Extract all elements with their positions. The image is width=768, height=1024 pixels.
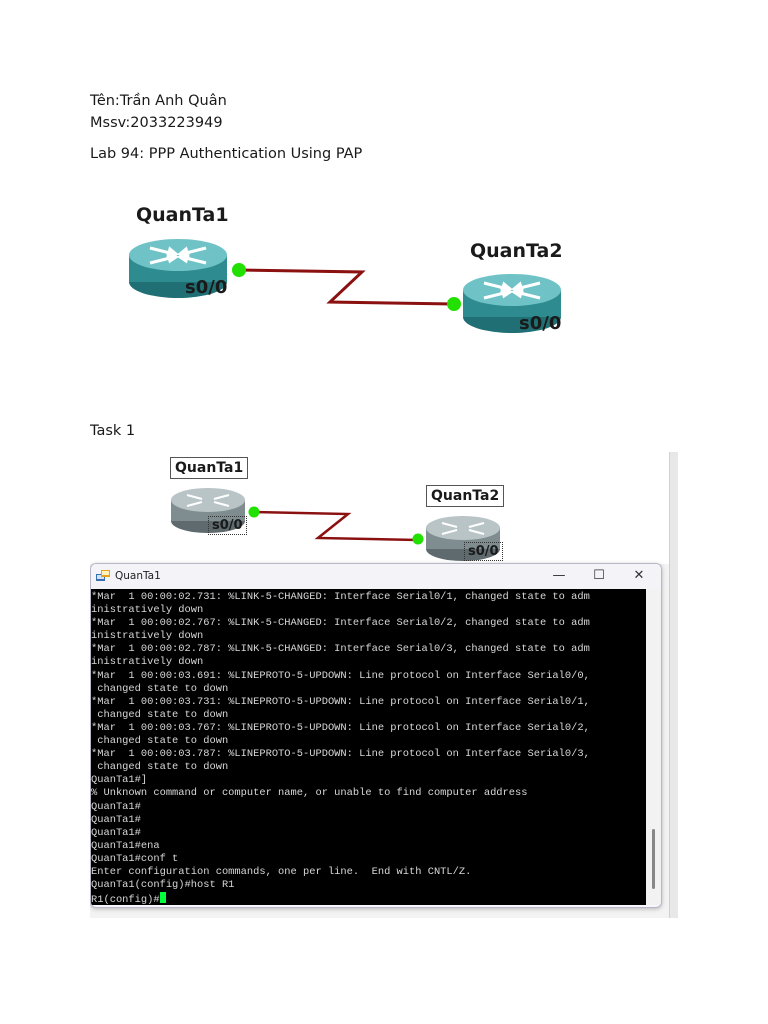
terminal-cursor — [159, 892, 166, 904]
terminal-line: inistratively down — [91, 604, 204, 617]
topology-diagram: QuanTa1 s0/0 QuanTa2 s0/0 — [0, 0, 768, 400]
terminal-line: QuanTa1#conf t — [91, 852, 179, 865]
minimize-button[interactable]: — — [552, 568, 566, 583]
router1-port: s0/0 — [185, 277, 228, 298]
terminal-line: Enter configuration commands, one per li… — [91, 865, 472, 878]
router1-port: s0/0 — [208, 516, 247, 535]
port-dot-router1 — [232, 263, 246, 277]
terminal-line: *Mar 1 00:00:03.691: %LINEPROTO-5-UPDOWN… — [91, 669, 590, 682]
terminal-line: QuanTa1# — [91, 800, 141, 813]
terminal-line: QuanTa1# — [91, 813, 141, 826]
scrollbar-thumb[interactable] — [652, 829, 655, 889]
task-screenshot: QuanTa1 s0/0 QuanTa2 s0/0 — [90, 452, 678, 918]
terminal-line: *Mar 1 00:00:03.767: %LINEPROTO-5-UPDOWN… — [91, 721, 590, 734]
terminal-line: QuanTa1#ena — [91, 839, 160, 852]
maximize-button[interactable]: ☐ — [593, 568, 605, 583]
terminal-line: *Mar 1 00:00:03.731: %LINEPROTO-5-UPDOWN… — [91, 695, 590, 708]
terminal-prompt: R1(config)# — [91, 894, 160, 905]
terminal-lines: *Mar 1 00:00:02.731: %LINK-5-CHANGED: In… — [91, 589, 646, 905]
router-icon[interactable] — [128, 235, 230, 303]
terminal-app-icon — [96, 570, 110, 581]
router2-name: QuanTa2 — [470, 240, 563, 262]
terminal-scrollbar[interactable] — [646, 589, 661, 905]
router1-name: QuanTa1 — [136, 204, 229, 226]
lab-title: Lab 94: PPP Authentication Using PAP — [90, 146, 363, 162]
terminal-window[interactable]: QuanTa1 — ☐ ✕ *Mar 1 00:00:02.731: %LINK… — [90, 563, 662, 908]
terminal-output[interactable]: *Mar 1 00:00:02.731: %LINK-5-CHANGED: In… — [91, 589, 646, 905]
terminal-line: QuanTa1(config)#host R1 — [91, 879, 235, 892]
topology-canvas: QuanTa1 s0/0 QuanTa2 s0/0 — [90, 452, 670, 564]
router1-name: QuanTa1 — [170, 457, 249, 479]
port-dot-router1 — [248, 506, 260, 518]
terminal-line: *Mar 1 00:00:02.731: %LINK-5-CHANGED: In… — [91, 591, 590, 603]
terminal-line: changed state to down — [91, 708, 229, 721]
router2-name: QuanTa2 — [426, 485, 505, 507]
task-label: Task 1 — [90, 423, 136, 439]
router-icon[interactable] — [425, 513, 501, 565]
terminal-line: *Mar 1 00:00:02.787: %LINK-5-CHANGED: In… — [91, 643, 590, 656]
terminal-titlebar[interactable]: QuanTa1 — ☐ ✕ — [91, 564, 661, 589]
canvas-scrollbar[interactable] — [669, 452, 678, 918]
terminal-line: QuanTa1#] — [91, 774, 148, 787]
terminal-line: inistratively down — [91, 656, 204, 669]
terminal-line: QuanTa1# — [91, 826, 141, 839]
close-button[interactable]: ✕ — [633, 568, 645, 583]
terminal-title: QuanTa1 — [115, 570, 161, 582]
terminal-line: changed state to down — [91, 761, 229, 774]
terminal-line: changed state to down — [91, 682, 229, 695]
terminal-line: *Mar 1 00:00:03.787: %LINEPROTO-5-UPDOWN… — [91, 748, 590, 761]
port-dot-router2 — [412, 533, 424, 545]
port-dot-router2 — [447, 297, 461, 311]
serial-link — [232, 263, 461, 311]
terminal-prompt-line: R1(config)# — [91, 892, 646, 905]
terminal-line: % Unknown command or computer name, or u… — [91, 787, 528, 800]
router2-port: s0/0 — [464, 542, 503, 561]
router2-port: s0/0 — [519, 313, 562, 334]
terminal-line: inistratively down — [91, 630, 204, 643]
student-name: Tên:Trần Anh Quân — [90, 93, 227, 109]
student-id: Mssv:2033223949 — [90, 115, 223, 131]
router-icon[interactable] — [462, 270, 564, 338]
terminal-line: *Mar 1 00:00:02.767: %LINK-5-CHANGED: In… — [91, 617, 590, 630]
terminal-line: changed state to down — [91, 735, 229, 748]
serial-link — [248, 506, 424, 545]
